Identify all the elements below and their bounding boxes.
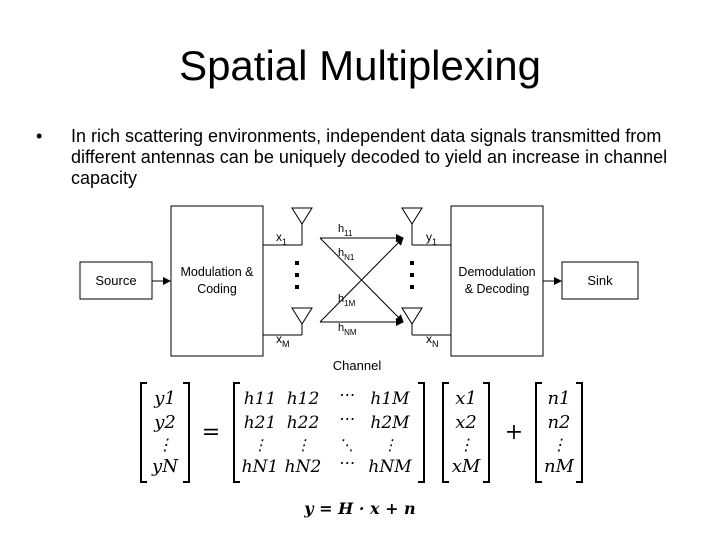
plus-sign: +	[505, 420, 523, 445]
tx-antenna-m	[263, 307, 313, 336]
compact-equation: y = H · x + n	[303, 499, 415, 518]
demodulation-label-line2: & Decoding	[465, 282, 530, 296]
h-entry-1-2: h12	[287, 389, 320, 409]
h-entry-4-4: hNM	[368, 457, 412, 477]
h-entry-3-2: ⋮	[296, 436, 311, 454]
h-entry-2-1: h21	[244, 413, 277, 433]
modulation-label-line1: Modulation &	[181, 265, 255, 279]
h-bracket-left	[233, 382, 240, 483]
x-entry-2: x2	[455, 412, 477, 433]
label-h1m: h1M	[338, 293, 356, 308]
n-entry-2: n2	[547, 412, 570, 433]
y-entry-4: yN	[151, 456, 179, 477]
x-entry-1: x1	[455, 388, 477, 409]
demodulation-box	[450, 205, 544, 357]
sink-box	[561, 261, 639, 300]
label-h11: h11	[338, 223, 353, 238]
n-entry-1: n1	[547, 388, 570, 409]
slide-title: Spatial Multiplexing	[179, 42, 541, 89]
matrix-equation: y1 y2 ⋮ yN = h11 h12 ⋯ h1M h21 h22 ⋯ h2M…	[140, 382, 583, 518]
channel-label: Channel	[333, 358, 382, 373]
x-entry-4: xM	[452, 456, 481, 477]
label-hnm: hNM	[338, 322, 357, 337]
h-entry-4-3: ⋯	[338, 453, 354, 472]
modulation-box	[170, 205, 264, 357]
h-entry-2-2: h22	[287, 413, 320, 433]
h-bracket-right	[418, 382, 425, 483]
equals-sign: =	[202, 420, 220, 445]
path-h1m	[319, 237, 404, 323]
rx-antenna-1	[401, 207, 451, 246]
tx-vertical-ellipsis	[295, 261, 299, 289]
y-entry-2: y2	[153, 412, 176, 433]
source-box	[79, 261, 153, 300]
source-label: Source	[95, 273, 136, 288]
rx-label-y1: y1	[426, 230, 437, 247]
rx-antenna-n	[401, 307, 451, 336]
h-entry-4-1: hN1	[242, 457, 279, 477]
h-entry-3-4: ⋮	[383, 436, 398, 454]
sink-label: Sink	[587, 273, 613, 288]
bullet-text: In rich scattering environments, indepen…	[71, 126, 668, 188]
x-bracket-left	[442, 382, 449, 483]
h-entry-2-4: h2M	[370, 413, 410, 433]
y-bracket-left	[140, 382, 147, 483]
bullet-marker: •	[36, 126, 43, 146]
h-entry-1-4: h1M	[370, 389, 410, 409]
rx-label-xn: xN	[426, 332, 439, 349]
y-bracket-right	[183, 382, 190, 483]
rx-vertical-ellipsis	[410, 261, 414, 289]
h-entry-1-3: ⋯	[338, 385, 354, 404]
label-hn1: hN1	[338, 247, 355, 262]
n-bracket-left	[535, 382, 542, 483]
tx-label-x1: x1	[276, 230, 287, 247]
h-entry-3-3: ⋱	[339, 436, 354, 454]
y-entry-3: ⋮	[157, 435, 173, 454]
h-entry-1-1: h11	[244, 389, 277, 409]
tx-antenna-1	[263, 207, 313, 246]
y-entry-1: y1	[153, 388, 176, 409]
h-entry-2-3: ⋯	[338, 409, 354, 428]
tx-label-xm: xM	[276, 332, 290, 349]
h-entry-3-1: ⋮	[253, 436, 268, 454]
demodulation-label-line1: Demodulation	[458, 265, 535, 279]
h-entry-4-2: hN2	[285, 457, 322, 477]
n-bracket-right	[576, 382, 583, 483]
x-bracket-right	[483, 382, 490, 483]
x-entry-3: ⋮	[458, 435, 474, 454]
n-entry-3: ⋮	[551, 435, 567, 454]
modulation-label-line2: Coding	[197, 282, 237, 296]
n-entry-4: nM	[544, 456, 575, 477]
